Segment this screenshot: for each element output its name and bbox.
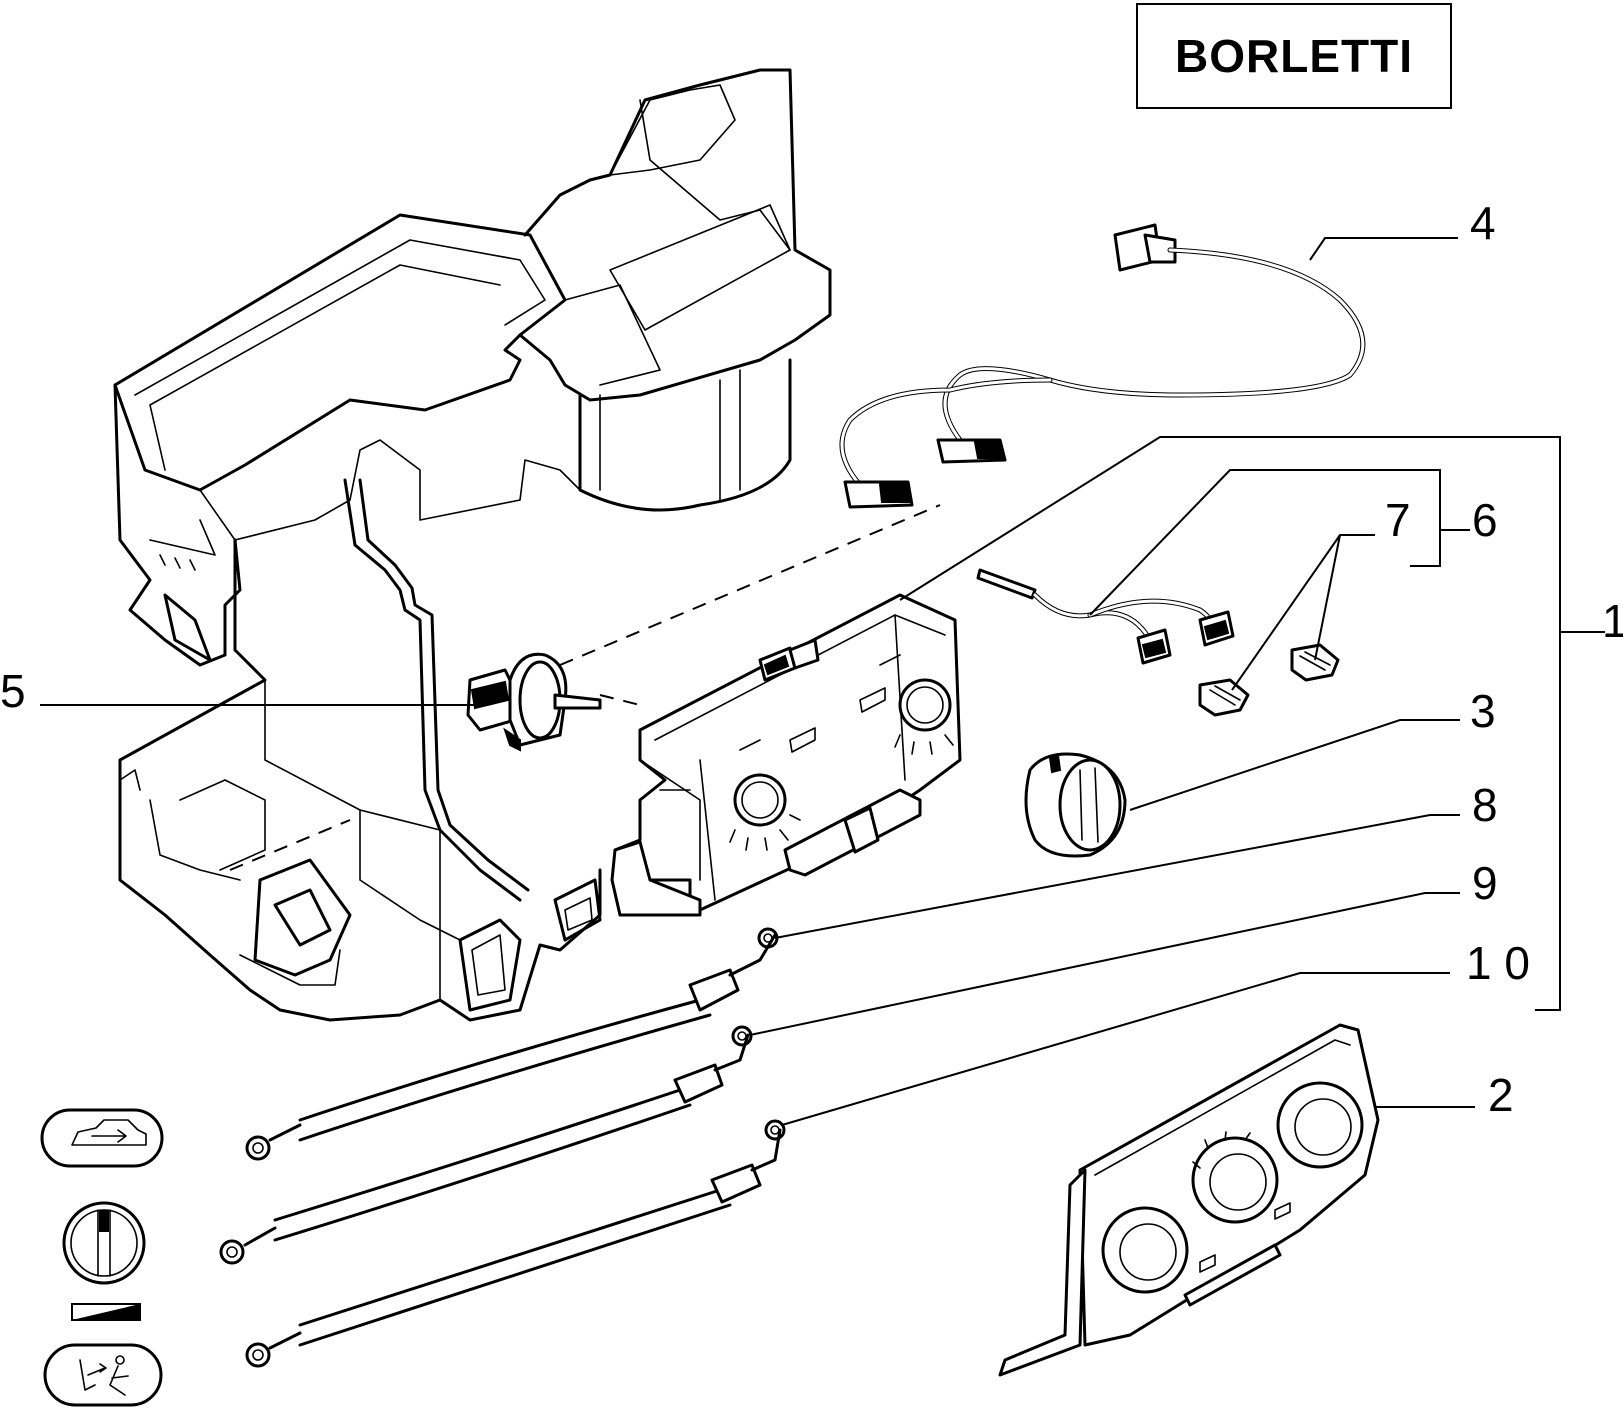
part-10-control-cable — [245, 1119, 786, 1368]
callout-6: 6 — [1472, 494, 1498, 546]
callout-3: 3 — [1470, 685, 1496, 737]
callout-9: 9 — [1472, 857, 1498, 909]
air-distribution-icon — [43, 1343, 163, 1407]
car-recirculation-icon — [40, 1108, 164, 1168]
temperature-knob-icon — [62, 1201, 146, 1285]
heater-housing-assembly — [113, 68, 832, 1022]
fan-speed-ramp-icon — [71, 1303, 141, 1321]
part-9-control-cable — [219, 1025, 753, 1265]
part-7-bulbs — [1198, 643, 1340, 717]
leader-lines — [40, 237, 1605, 1126]
callout-10: 1 0 — [1466, 937, 1530, 989]
brand-label: BORLETTI — [1175, 30, 1413, 82]
callout-1: 1 — [1602, 595, 1623, 647]
brand-label-box: BORLETTI — [1136, 3, 1452, 109]
callout-2: 2 — [1488, 1069, 1514, 1121]
part-3-knob — [1024, 752, 1127, 858]
assembly-dashed-lines — [229, 504, 941, 871]
callout-7: 7 — [1385, 494, 1411, 546]
part-8-control-cable — [245, 927, 779, 1161]
part-4-wiring-harness — [839, 223, 1366, 509]
part-1-control-unit — [610, 593, 962, 917]
part-5-actuator — [466, 652, 602, 752]
callout-4: 4 — [1470, 197, 1496, 249]
callout-8: 8 — [1472, 779, 1498, 831]
callout-5: 5 — [0, 665, 26, 717]
part-6-bulb-harness — [976, 568, 1235, 665]
part-2-front-panel — [998, 1023, 1380, 1377]
